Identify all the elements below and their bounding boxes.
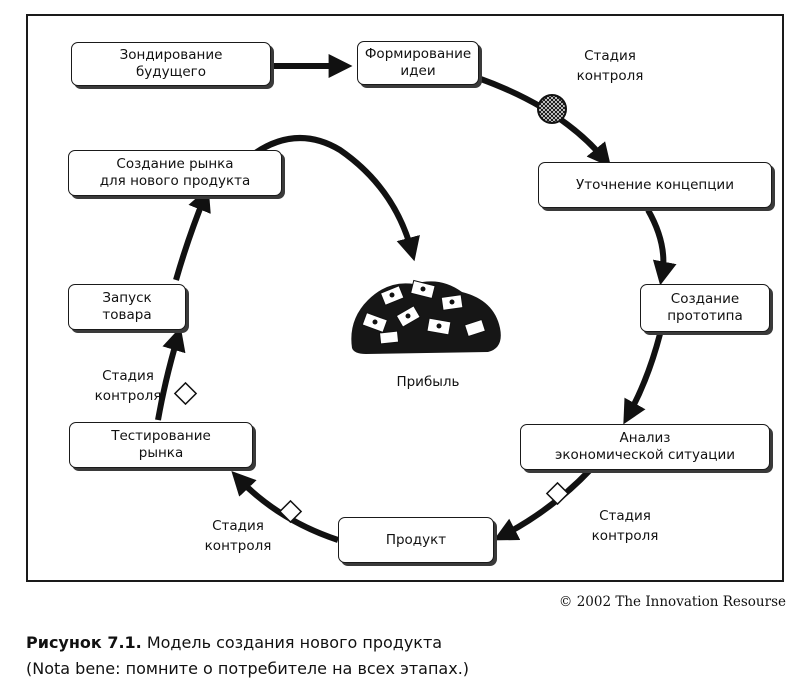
control-stage-label-top: Стадия контроля	[576, 48, 644, 84]
control-marker-left	[173, 381, 198, 406]
node-sounding-future: Зондирование будущего	[71, 42, 271, 86]
node-concept-refinement: Уточнение концепции	[538, 162, 772, 208]
node-product: Продукт	[338, 517, 494, 563]
node-prototype-creation: Создание прототипа	[640, 284, 770, 332]
figure-title: Модель создания нового продукта	[141, 633, 443, 652]
figure-note: (Nota bene: помните о потребителе на все…	[26, 659, 470, 678]
control-stage-label-left: Стадия контроля	[94, 368, 162, 404]
arrow-concept-to-prototype	[645, 208, 677, 286]
node-economic-analysis: Анализ экономической ситуации	[520, 424, 770, 470]
control-marker-bottom	[278, 499, 303, 524]
node-idea-formation: Формирование идеи	[357, 41, 479, 85]
copyright-notice: © 2002 The Innovation Resourse	[558, 594, 786, 610]
control-marker-right	[545, 481, 570, 506]
profit-label: Прибыль	[396, 374, 460, 390]
figure-caption: Рисунок 7.1. Модель создания нового прод…	[26, 630, 469, 682]
control-marker-hatched	[537, 94, 567, 124]
money-pile-icon	[351, 279, 501, 354]
control-stage-label-right: Стадия контроля	[591, 508, 659, 544]
arrow-analysis-to-product	[493, 467, 593, 541]
arrow-launch-to-market	[173, 187, 211, 281]
arrow-prototype-to-analysis	[623, 333, 663, 425]
node-market-testing: Тестирование рынка	[69, 422, 253, 468]
control-stage-label-bottom: Стадия контроля	[204, 518, 272, 554]
arrow-testing-to-launch	[155, 326, 186, 421]
figure-number: Рисунок 7.1.	[26, 633, 142, 652]
node-market-creation: Создание рынка для нового продукта	[68, 150, 282, 196]
node-product-launch: Запуск товара	[68, 284, 186, 330]
diagram-frame	[26, 14, 784, 582]
arrow-market-to-profit	[237, 135, 420, 262]
